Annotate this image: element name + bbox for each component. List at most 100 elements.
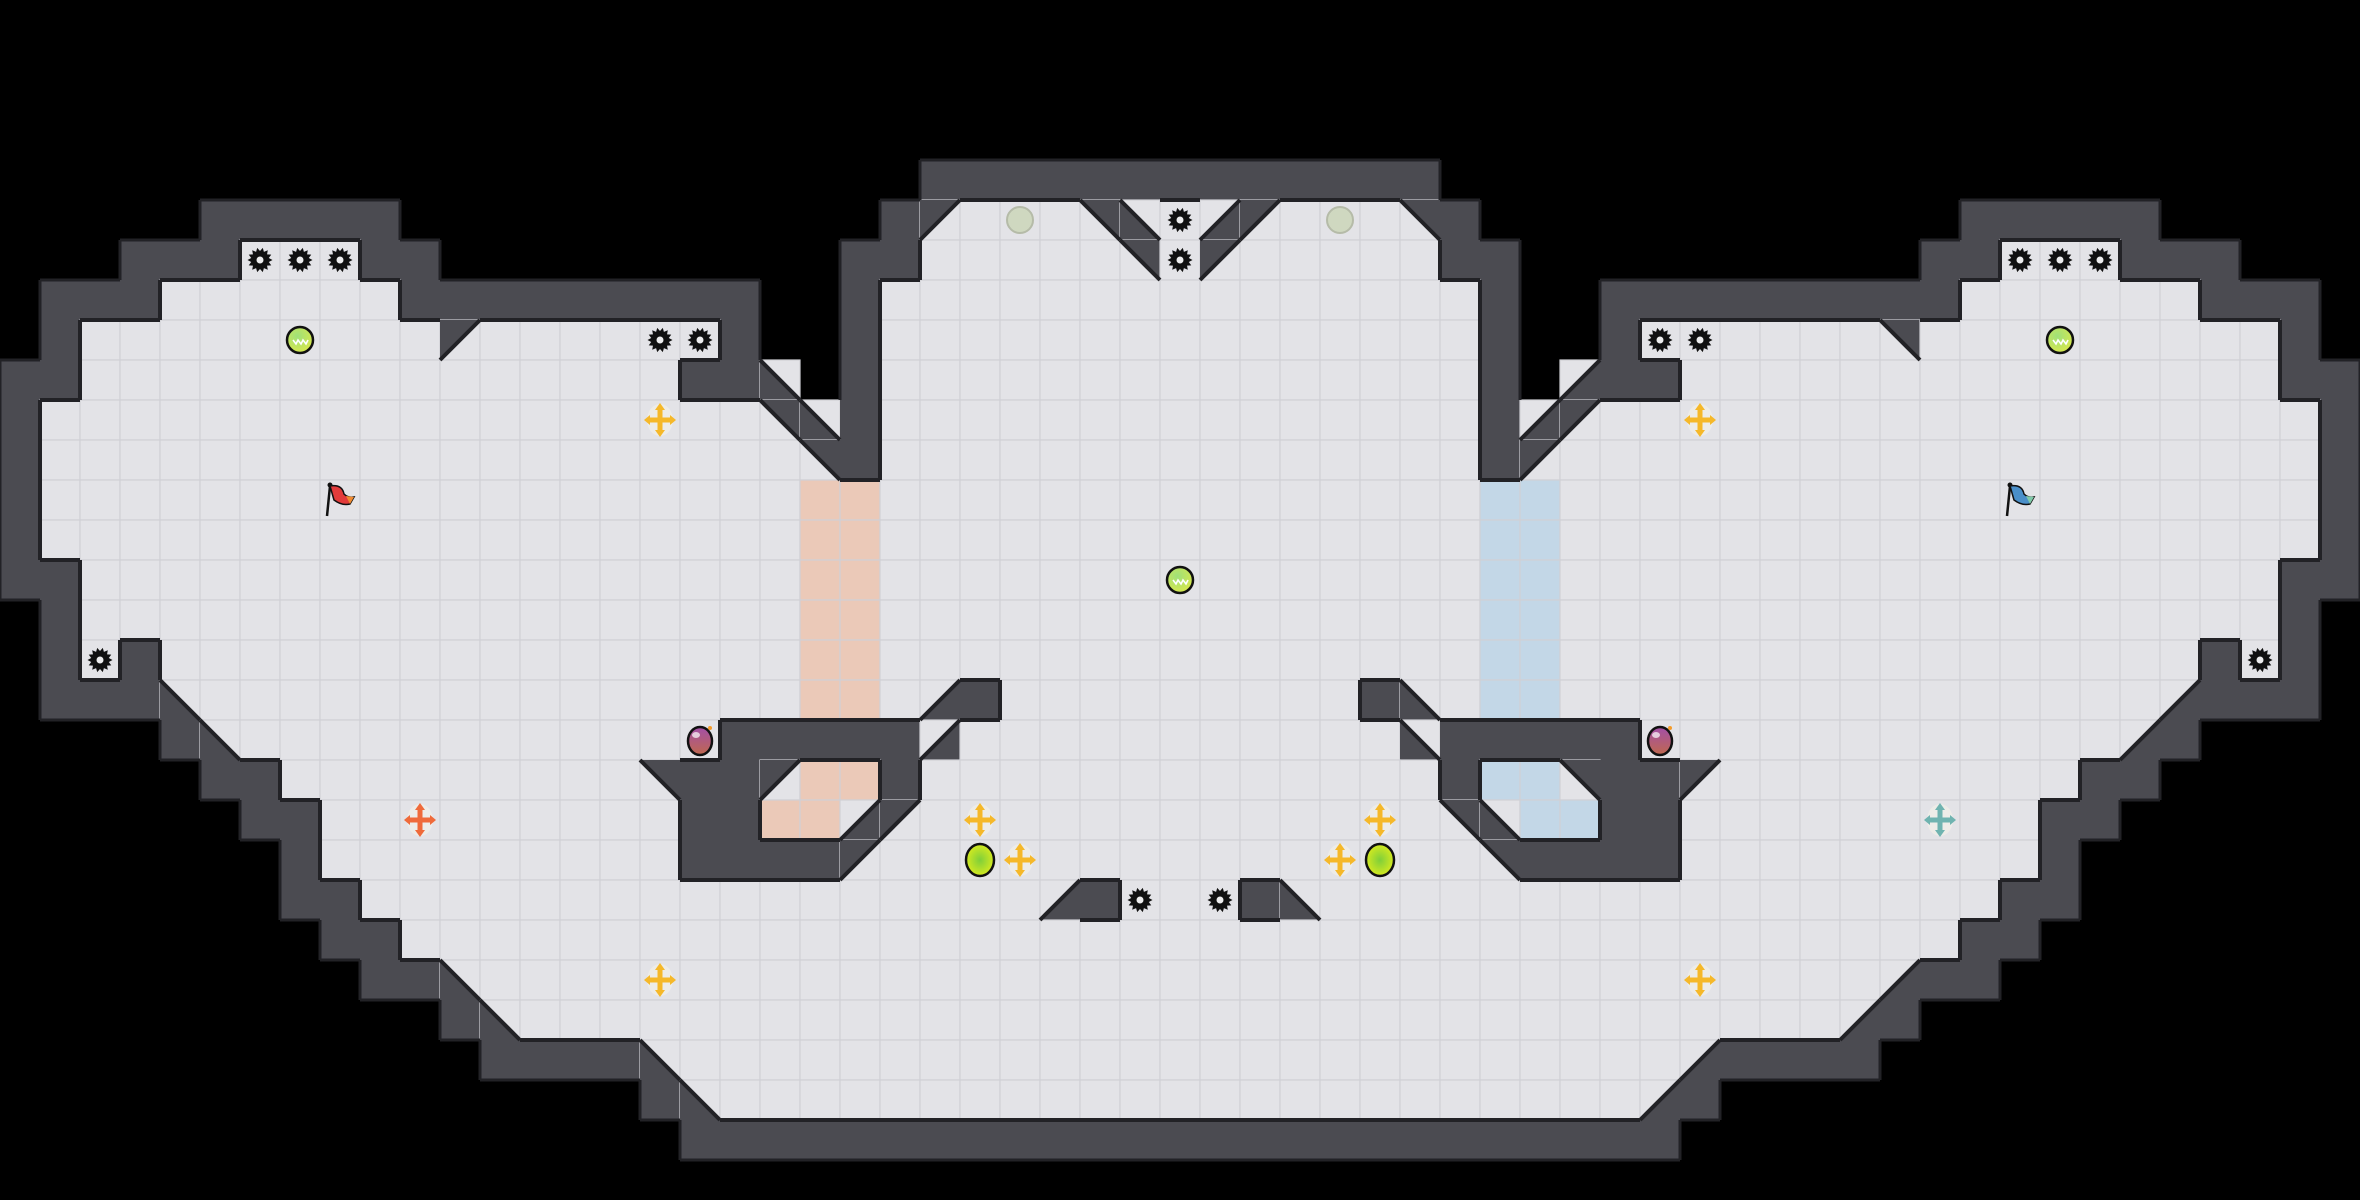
floor-tile	[879, 359, 921, 401]
floor-tile	[1359, 999, 1401, 1041]
floor-tile	[1839, 519, 1881, 561]
floor-tile	[799, 599, 841, 641]
floor-tile	[919, 519, 961, 561]
wall-edge	[798, 438, 842, 482]
floor-tile	[1879, 639, 1921, 681]
floor-tile	[1319, 999, 1361, 1041]
floor-tile	[1199, 759, 1241, 801]
spike-hole	[696, 336, 704, 344]
floor-tile	[1679, 359, 1721, 401]
floor-tile	[239, 399, 281, 441]
floor-tile	[959, 999, 1001, 1041]
wall-tile	[440, 280, 480, 320]
floor-tile	[1119, 639, 1161, 681]
floor-tile	[2239, 399, 2281, 441]
floor-tile	[1519, 799, 1561, 841]
wall-tile	[1520, 720, 1560, 760]
wall-edge	[1678, 1038, 1722, 1082]
wall-tile	[840, 360, 880, 400]
floor-tile	[959, 239, 1001, 281]
floor-tile	[199, 679, 241, 721]
wall-tile	[520, 1040, 560, 1080]
floor-tile	[839, 599, 881, 641]
floor-tile	[239, 559, 281, 601]
boost-arm	[1368, 817, 1392, 823]
floor-tile	[1519, 759, 1561, 801]
floor-tile	[879, 1079, 921, 1121]
wall-tile	[0, 400, 40, 440]
floor-tile	[959, 959, 1001, 1001]
floor-tile	[439, 679, 481, 721]
floor-tile	[119, 359, 161, 401]
wall-tile	[880, 720, 920, 760]
wall-tile	[840, 320, 880, 360]
boost-arrowhead	[1030, 855, 1036, 865]
floor-tile	[559, 719, 601, 761]
floor-tile	[1159, 519, 1201, 561]
floor-tile	[559, 679, 601, 721]
floor-tile	[999, 919, 1041, 961]
floor-tile	[719, 439, 761, 481]
floor-tile	[839, 879, 881, 921]
floor-tile	[2279, 479, 2321, 521]
floor-tile	[1919, 439, 1961, 481]
wall-tile	[280, 200, 320, 240]
wall-tile	[2120, 760, 2160, 800]
wall-tile	[1400, 160, 1440, 200]
floor-tile	[1039, 599, 1081, 641]
floor-tile	[1279, 439, 1321, 481]
floor-tile	[1439, 879, 1481, 921]
wall-tile	[1240, 1120, 1280, 1160]
floor-tile	[1479, 519, 1521, 561]
floor-tile	[1959, 359, 2001, 401]
wall-tile	[720, 1120, 760, 1160]
floor-tile	[719, 1039, 761, 1081]
floor-tile	[479, 319, 521, 361]
floor-tile	[519, 839, 561, 881]
wall-tile	[1200, 160, 1240, 200]
flag-tail	[346, 496, 354, 504]
boost-arrowhead	[1935, 803, 1945, 810]
floor-tile	[1079, 239, 1121, 281]
wall-edge	[638, 758, 682, 802]
floor-tile	[2039, 439, 2081, 481]
wall-tile	[480, 1040, 520, 1080]
floor-tile	[1199, 519, 1241, 561]
wall-tile	[960, 1120, 1000, 1160]
floor-tile	[799, 559, 841, 601]
floor-tile	[719, 399, 761, 441]
boost-arrowhead	[670, 415, 676, 425]
floor-tile	[2079, 639, 2121, 681]
floor-tile	[1159, 919, 1201, 961]
floor-tile	[1959, 759, 2001, 801]
wall-tile	[1920, 960, 1960, 1000]
wall-tile	[1080, 160, 1120, 200]
floor-tile	[1439, 639, 1481, 681]
boost-icon	[1004, 843, 1036, 877]
floor-tile	[1159, 639, 1201, 681]
floor-tile	[639, 799, 681, 841]
wall-tile	[2040, 200, 2080, 240]
boost-arm	[1008, 857, 1032, 863]
boost-arrowhead	[1695, 990, 1705, 997]
floor-tile	[1999, 439, 2041, 481]
floor-tile	[1759, 639, 1801, 681]
boost-arrowhead	[644, 415, 650, 425]
floor-tile	[1159, 719, 1201, 761]
floor-tile	[1759, 959, 1801, 1001]
floor-tile	[1799, 559, 1841, 601]
floor-tile	[319, 519, 361, 561]
floor-tile	[1519, 479, 1561, 521]
floor-tile	[1759, 679, 1801, 721]
floor-tile	[1039, 559, 1081, 601]
floor-tile	[1079, 999, 1121, 1041]
floor-tile	[199, 399, 241, 441]
floor-tile	[879, 399, 921, 441]
floor-tile	[1679, 839, 1721, 881]
wall-tile	[2080, 760, 2120, 800]
floor-tile	[1359, 439, 1401, 481]
wall-tile	[2040, 880, 2080, 920]
floor-tile	[1159, 399, 1201, 441]
floor-tile	[1239, 1039, 1281, 1081]
floor-tile	[1839, 719, 1881, 761]
